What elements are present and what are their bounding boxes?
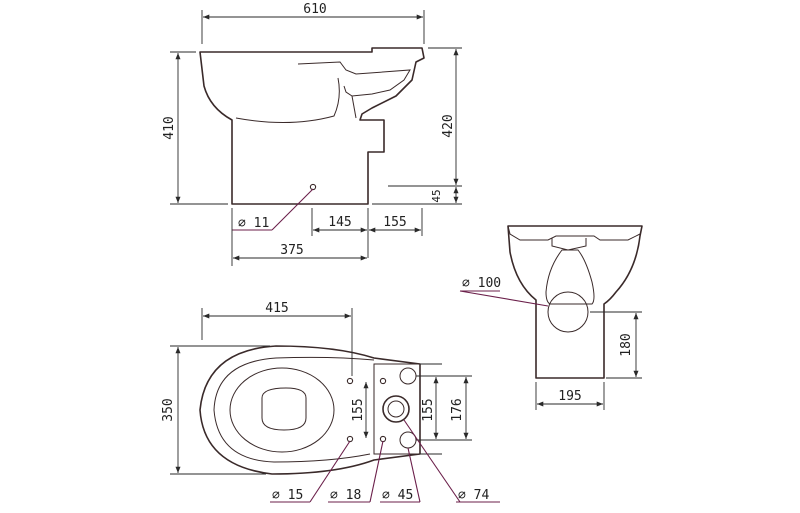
top-view-bowl-inner — [213, 356, 375, 463]
hole-18-bottom — [379, 435, 387, 443]
hole-15-bottom — [346, 435, 354, 443]
hole-74-inner — [387, 400, 405, 418]
top-view-outline — [199, 345, 421, 475]
top-view-cistern-plate — [373, 363, 421, 455]
hole-18-top — [379, 377, 387, 385]
label-375: 375 — [280, 243, 303, 258]
leader-74 — [403, 419, 461, 503]
label-145: 145 — [328, 215, 351, 230]
label-180: 180 — [619, 333, 634, 356]
side-view-fixing-hole — [309, 183, 317, 191]
label-45: 45 — [430, 189, 443, 202]
label-420: 420 — [441, 114, 456, 137]
label-hole-45: ∅ 45 — [382, 488, 413, 503]
label-410: 410 — [162, 116, 177, 139]
label-155-left: 155 — [351, 398, 366, 421]
side-view-trap-line — [351, 95, 357, 119]
top-view: 415 350 155 155 176 ∅ 15 ∅ 18 ∅ 45 ∅ 74 — [161, 301, 500, 503]
side-view: 610 410 420 45 ∅ 11 145 155 375 — [162, 2, 462, 266]
front-view: ∅ 100 180 195 — [459, 225, 643, 410]
front-view-outlet — [547, 291, 589, 333]
label-hole-18: ∅ 18 — [330, 488, 361, 503]
label-350: 350 — [161, 398, 176, 421]
front-view-trap — [545, 249, 595, 305]
leader-45 — [407, 447, 421, 503]
side-view-outline — [199, 47, 425, 205]
side-view-rim — [297, 61, 411, 97]
side-view-trap — [235, 77, 340, 123]
front-view-inner-top — [551, 238, 587, 251]
label-outlet-100: ∅ 100 — [462, 276, 501, 291]
label-hole-11: ∅ 11 — [238, 216, 269, 231]
top-view-drain — [261, 387, 307, 431]
leader-11 — [271, 188, 314, 231]
top-view-bowl-well — [229, 367, 335, 453]
leader-100 — [459, 290, 549, 307]
hole-45-top — [399, 367, 417, 385]
leader-18 — [369, 440, 384, 503]
hole-74-outer — [382, 395, 410, 423]
label-155-side: 155 — [383, 215, 406, 230]
label-176: 176 — [450, 398, 465, 421]
front-view-rim — [507, 225, 641, 241]
label-415: 415 — [265, 301, 288, 316]
hole-15-top — [346, 377, 354, 385]
leader-15 — [309, 440, 351, 503]
label-155-right: 155 — [421, 398, 436, 421]
label-hole-15: ∅ 15 — [272, 488, 303, 503]
front-view-outline — [507, 225, 643, 379]
label-610: 610 — [303, 2, 326, 17]
label-195: 195 — [558, 389, 581, 404]
label-hole-74: ∅ 74 — [458, 488, 489, 503]
